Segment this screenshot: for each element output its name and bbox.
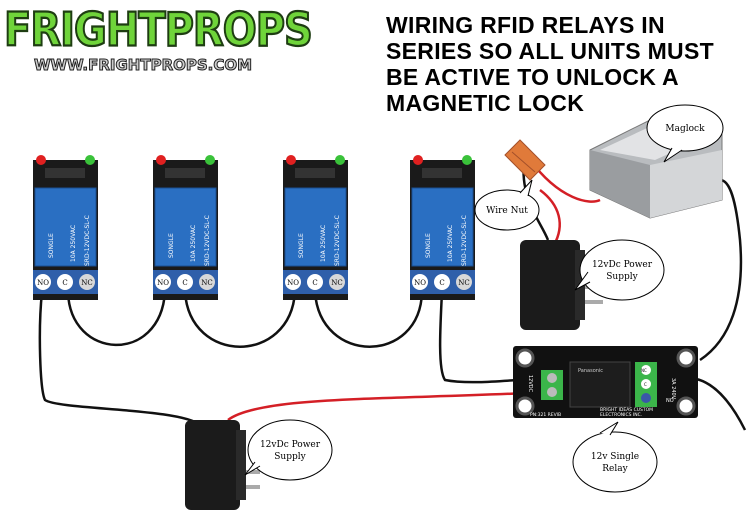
relay-brand-text: Panasonic <box>578 368 603 374</box>
relay-rating: 10A 250VAC <box>447 225 454 262</box>
nc-label: NC <box>641 368 647 373</box>
terminal-label: NC <box>81 279 92 287</box>
terminal-label: NO <box>37 279 49 287</box>
svg-text:12vDc Power: 12vDc Power <box>592 260 653 270</box>
callout-single-relay: 12v Single Relay <box>572 421 658 493</box>
terminal-screw <box>155 274 171 290</box>
relay-rating: 10A 250VAC <box>190 225 197 262</box>
terminal-screw <box>285 274 301 290</box>
terminal-screw <box>199 274 215 290</box>
relay-module: SONGLE 10A 250VAC SRD-12VDC-SL-C NO C NC <box>33 155 98 300</box>
led-green <box>205 155 215 165</box>
svg-text:Maglock: Maglock <box>665 124 705 134</box>
relay-model: SRD-12VDC-SL-C <box>204 215 211 266</box>
led-red <box>156 155 166 165</box>
terminal-screw <box>177 274 193 290</box>
terminal-label: NO <box>414 279 426 287</box>
terminal-screw <box>79 274 95 290</box>
led-green <box>462 155 472 165</box>
terminal-label: C <box>62 279 67 287</box>
led-red <box>413 155 423 165</box>
terminal-label: NC <box>331 279 342 287</box>
wire-psu-to-board-red <box>227 390 549 421</box>
rating-text: 3A 240V <box>670 378 676 400</box>
led-green <box>335 155 345 165</box>
terminal-screw <box>35 274 51 290</box>
relay-model: SRD-12VDC-SL-C <box>84 215 91 266</box>
part-text: PN:321 REVIB <box>530 412 561 418</box>
wire-nut <box>504 139 546 181</box>
relay-brand: SONGLE <box>298 233 305 258</box>
relay-model: SRD-12VDC-SL-C <box>334 215 341 266</box>
terminal-label: NC <box>201 279 212 287</box>
title-line: WIRING RFID RELAYS IN <box>386 12 665 38</box>
terminal-screw <box>329 274 345 290</box>
terminal-screw <box>412 274 428 290</box>
maker-text: ELECTRONICS INC. <box>600 412 642 418</box>
terminal-label: NO <box>287 279 299 287</box>
terminal-label: NO <box>157 279 169 287</box>
input-terminal <box>541 370 563 400</box>
terminal-screw <box>434 274 450 290</box>
svg-text:Relay: Relay <box>602 464 628 474</box>
svg-text:12vDc Power: 12vDc Power <box>260 440 321 450</box>
relay-module: SONGLE 10A 250VAC SRD-12VDC-SL-C NO C NC <box>410 155 475 300</box>
terminal-screw <box>307 274 323 290</box>
relay-body <box>34 187 97 267</box>
terminal-label: C <box>182 279 187 287</box>
relay-module: SONGLE 10A 250VAC SRD-12VDC-SL-C NO C NC <box>283 155 348 300</box>
wire-board-out <box>689 376 747 431</box>
diagram-title: WIRING RFID RELAYS IN SERIES SO ALL UNIT… <box>386 12 746 116</box>
maker-text: BRIGHT IDEAS CUSTOM <box>600 407 653 413</box>
wire-loop-1 <box>66 291 167 347</box>
led-red <box>36 155 46 165</box>
svg-text:Wire Nut: Wire Nut <box>486 206 528 216</box>
callout-power-supply-top: 12vDc Power Supply <box>574 239 665 301</box>
svg-text:Supply: Supply <box>606 272 638 282</box>
title-line: SERIES SO ALL UNITS MUST <box>386 38 714 64</box>
wire-loop-2 <box>183 291 297 348</box>
single-relay-board: Panasonic NC C NO 3A 240V 12VDC PN:321 R… <box>513 346 698 418</box>
svg-text:Supply: Supply <box>274 452 306 462</box>
frightprops-logo: FRIGHTPROPS WWW.FRIGHTPROPS.COM <box>3 3 314 76</box>
terminal-label: NC <box>458 279 469 287</box>
wire-board-to-maglock <box>699 178 743 362</box>
title-line: MAGNETIC LOCK <box>386 90 585 116</box>
wire-no-to-psu <box>38 291 201 427</box>
relay-body <box>284 187 347 267</box>
logo-text: FRIGHTPROPS <box>3 3 314 58</box>
wire-loop-3 <box>313 291 424 348</box>
title-line: BE ACTIVE TO UNLOCK A <box>386 64 679 90</box>
logo-url: WWW.FRIGHTPROPS.COM <box>33 56 253 75</box>
relay-model: SRD-12VDC-SL-C <box>461 215 468 266</box>
svg-text:12v Single: 12v Single <box>591 452 639 462</box>
terminal-label: C <box>312 279 317 287</box>
relay-module: SONGLE 10A 250VAC SRD-12VDC-SL-C NO C NC <box>153 155 218 300</box>
callout-power-supply-bottom: 12vDc Power Supply <box>244 419 333 481</box>
relay-brand: SONGLE <box>48 233 55 258</box>
terminal-screw <box>456 274 472 290</box>
relay-rating: 10A 250VAC <box>320 225 327 262</box>
led-green <box>85 155 95 165</box>
no-label: NO <box>666 398 674 404</box>
led-red <box>286 155 296 165</box>
relay-brand: SONGLE <box>168 233 175 258</box>
terminal-label: C <box>439 279 444 287</box>
callout-wire-nut: Wire Nut <box>474 179 540 231</box>
relay-brand: SONGLE <box>425 233 432 258</box>
relay-body <box>154 187 217 267</box>
terminal-screw <box>57 274 73 290</box>
c-label: C <box>644 382 647 387</box>
relay-rating: 10A 250VAC <box>70 225 77 262</box>
power-supply-bottom <box>185 420 260 510</box>
callout-maglock: Maglock <box>646 104 724 163</box>
input-label: 12VDC <box>527 375 533 393</box>
wire-psu-to-nut-red <box>539 189 561 246</box>
relay-body <box>411 187 474 267</box>
